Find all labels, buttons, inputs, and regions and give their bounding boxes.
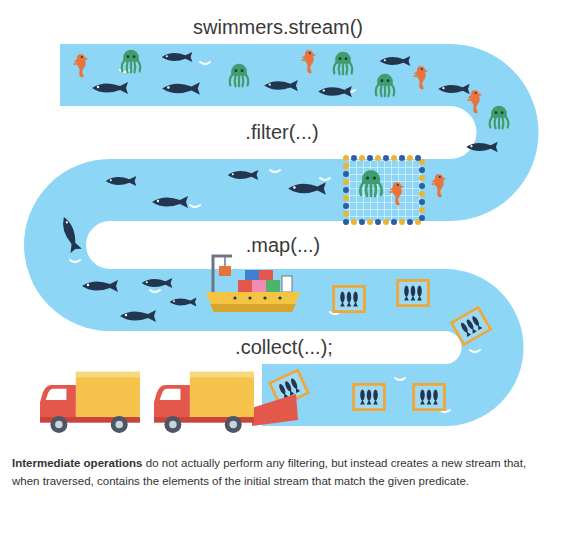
label-holder: .collect(...);: [235, 336, 333, 358]
seahorse: [432, 174, 447, 197]
fish: [162, 52, 193, 62]
stream-operation: .map(...): [246, 234, 320, 256]
net-float: [346, 158, 422, 222]
net-float: [346, 158, 422, 222]
octopus: [360, 170, 381, 196]
seahorse: [390, 182, 405, 205]
collect-trucks: [40, 372, 298, 433]
truck: [40, 372, 140, 433]
crate: [334, 286, 365, 311]
octopus: [230, 64, 248, 87]
crate: [414, 384, 445, 409]
crate: [451, 307, 490, 344]
seahorse: [302, 50, 317, 73]
octopus: [122, 50, 140, 73]
seahorse: [468, 90, 483, 113]
octopus: [334, 52, 352, 75]
fish: [288, 182, 326, 195]
crate: [398, 280, 429, 305]
fish: [120, 310, 156, 322]
stream-operation: .filter(...): [245, 121, 318, 143]
net-mesh: [346, 158, 422, 222]
fish: [92, 82, 128, 94]
fish: [106, 176, 137, 186]
fish: [264, 80, 298, 91]
truck-ramp: [252, 394, 298, 426]
caption-term: Intermediate operations: [12, 457, 142, 469]
label-holder: .filter(...): [245, 121, 318, 143]
swimmers-row: [74, 50, 509, 153]
fish: [438, 84, 470, 95]
fish: [152, 196, 188, 208]
fish: [466, 142, 498, 153]
octopus: [490, 106, 508, 129]
fish: [162, 82, 200, 95]
caption-text: Intermediate operationsdo not actually p…: [12, 455, 552, 491]
fish: [380, 56, 411, 66]
stream-operation: swimmers.stream(): [193, 16, 363, 38]
fish: [82, 280, 118, 292]
fish: [318, 86, 352, 97]
seahorse: [74, 54, 89, 77]
filter-net: [346, 158, 446, 222]
river-band: [55, 75, 507, 395]
wave-marks: [70, 62, 480, 412]
cargo-ship: [206, 256, 300, 312]
fish: [228, 170, 259, 180]
fish: [142, 278, 173, 288]
crate: [354, 384, 385, 409]
truck: [154, 372, 254, 433]
label-holder: .map(...): [246, 234, 320, 256]
seahorse: [414, 66, 429, 89]
fish: [170, 298, 197, 307]
stream-operation: .collect(...);: [235, 336, 333, 358]
label-holder: swimmers.stream(): [193, 16, 363, 38]
fish-row: [58, 170, 326, 322]
fish: [58, 215, 82, 253]
octopus: [376, 74, 394, 97]
